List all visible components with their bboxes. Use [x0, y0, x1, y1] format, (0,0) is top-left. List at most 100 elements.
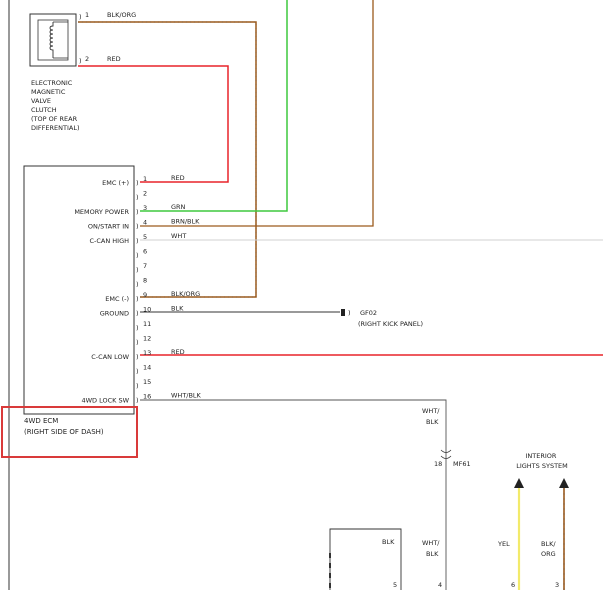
clutch-box — [29, 13, 77, 67]
clutch-label-line2: MAGNETIC — [31, 88, 66, 96]
wire-blk-org — [78, 21, 257, 298]
ecm-pin-number: 13 — [143, 349, 151, 357]
ground-component: ) GF02 (RIGHT KICK PANEL) — [341, 309, 423, 328]
ecm-pin-label: EMC (+) — [102, 179, 129, 187]
interior-title-line1: INTERIOR — [525, 452, 556, 460]
ecm-pin-bracket: ) — [136, 223, 139, 231]
ecm-pin-wire-label: RED — [171, 174, 185, 182]
highlight-box — [1, 406, 138, 458]
clutch-label-line1: ELECTRONIC — [31, 79, 73, 87]
mf61-upper-wire-line2: BLK — [426, 418, 439, 426]
ecm-pin-bracket: ) — [136, 194, 139, 202]
ecm-subtitle: (RIGHT SIDE OF DASH) — [24, 428, 104, 436]
arrow-up-icon — [559, 478, 569, 488]
mf61-upper-wire-label: WHT/ BLK — [422, 407, 442, 426]
interior-left-pin: 6 — [511, 581, 515, 589]
ground-id: GF02 — [360, 309, 377, 317]
bottom-connector-wire: BLK — [382, 538, 395, 546]
clutch-component: ) ) 1 2 BLK/ORG RED ELECTRONIC MAGNETIC … — [29, 11, 136, 132]
ecm-pin-label: ON/START IN — [88, 223, 129, 231]
ecm-pin-number: 8 — [143, 277, 147, 285]
ground-bracket: ) — [348, 309, 351, 317]
clutch-pin2-number: 2 — [85, 55, 89, 63]
interior-right-wire-line2: ORG — [541, 550, 556, 558]
ecm-pin-label: C-CAN HIGH — [89, 237, 129, 245]
clutch-wire2-label: RED — [107, 55, 121, 63]
interior-title: INTERIOR LIGHTS SYSTEM — [516, 452, 568, 470]
clutch-inner-box — [37, 19, 69, 61]
ecm-pin-bracket: ) — [136, 339, 139, 347]
ecm-title: 4WD ECM — [24, 417, 58, 425]
ecm-pin-number: 5 — [143, 233, 147, 241]
ecm-pin-number: 6 — [143, 248, 147, 256]
interior-right-wire-line1: BLK/ — [541, 540, 556, 548]
ecm-pin-bracket: ) — [136, 252, 139, 260]
ecm-pin-label: EMC (-) — [105, 295, 129, 303]
ecm-box — [23, 165, 135, 415]
ecm-pin-number: 3 — [143, 204, 147, 212]
ecm-pin-bracket: ) — [136, 295, 139, 303]
interior-right-wire: BLK/ ORG — [541, 540, 558, 558]
wire-grn-memory — [140, 0, 288, 212]
mf61-lower-wire-label: WHT/ BLK — [422, 539, 442, 558]
ecm-pin-bracket: ) — [136, 324, 139, 332]
mf61-upper-wire-line1: WHT/ — [422, 407, 440, 415]
ecm-pin-bracket: ) — [136, 353, 139, 361]
mf61-connector: WHT/ BLK 18 MF61 WHT/ BLK 4 — [422, 407, 471, 589]
ecm-pin-number: 1 — [143, 175, 147, 183]
ecm-pin-number: 14 — [143, 364, 151, 372]
ecm-pin-bracket: ) — [136, 208, 139, 216]
clutch-label-line3: VALVE — [31, 97, 51, 105]
ecm-pin-wire-label: BLK — [171, 305, 184, 313]
mf61-lower-wire-line2: BLK — [426, 550, 439, 558]
mf61-pin: 18 — [434, 460, 442, 468]
ecm-pin-number: 7 — [143, 262, 147, 270]
interior-title-line2: LIGHTS SYSTEM — [516, 462, 568, 470]
ecm-pin-wire-label: GRN — [171, 203, 186, 211]
ecm-pin-label: C-CAN LOW — [91, 353, 129, 361]
wire-red-emc — [78, 65, 229, 183]
clutch-label-line6: DIFFERENTIAL) — [31, 124, 79, 132]
mf61-lower-wire-line1: WHT/ — [422, 539, 440, 547]
ecm-pin-wire-label: WHT/BLK — [171, 392, 202, 400]
ecm-pin-number: 16 — [143, 393, 151, 401]
mf61-connector-icon — [440, 449, 452, 459]
bottom-connector-outline — [329, 528, 402, 590]
mf61-id: MF61 — [453, 460, 471, 468]
ecm-pin-label: 4WD LOCK SW — [81, 397, 129, 405]
clutch-pin1-number: 1 — [85, 11, 89, 19]
clutch-label-line4: CLUTCH — [31, 106, 57, 114]
ecm-pin-number: 4 — [143, 219, 147, 227]
ecm-pin-bracket: ) — [136, 382, 139, 390]
arrow-up-icon — [514, 478, 524, 488]
ecm-pin-wire-label: WHT — [171, 232, 186, 240]
ecm-pin-bracket: ) — [136, 237, 139, 245]
bottom-connector-pin: 5 — [393, 581, 397, 589]
bottom-connector: BLK 5 — [329, 528, 402, 590]
clutch-wire1-label: BLK/ORG — [107, 11, 136, 19]
ecm-pin-number: 10 — [143, 306, 151, 314]
ecm-pin-bracket: ) — [136, 266, 139, 274]
ecm-pin-bracket: ) — [136, 179, 139, 187]
clutch-connector-1: ) — [79, 13, 82, 21]
coil-icon — [49, 22, 54, 58]
ecm-pin-bracket: ) — [136, 310, 139, 318]
ground-symbol-icon — [341, 309, 345, 316]
ecm-pin-number: 12 — [143, 335, 151, 343]
ecm-pin-number: 15 — [143, 378, 151, 386]
clutch-label: ELECTRONIC MAGNETIC VALVE CLUTCH (TOP OF… — [31, 79, 79, 132]
wire-wht-blk — [140, 399, 447, 590]
ecm-pin-label: MEMORY POWER — [74, 208, 129, 216]
ecm-pin-bracket: ) — [136, 397, 139, 405]
ecm-pin-bracket: ) — [136, 281, 139, 289]
clutch-connector-2: ) — [79, 57, 82, 65]
ecm-pin-wire-label: BRN/BLK — [171, 218, 200, 226]
ecm-pin-number: 11 — [143, 320, 151, 328]
ecm-pin-wire-label: BLK/ORG — [171, 290, 200, 298]
ecm-pin-bracket: ) — [136, 368, 139, 376]
ground-location: (RIGHT KICK PANEL) — [358, 320, 423, 328]
wire-brn-blk — [140, 0, 374, 227]
mf61-lower-pin: 4 — [438, 581, 442, 589]
